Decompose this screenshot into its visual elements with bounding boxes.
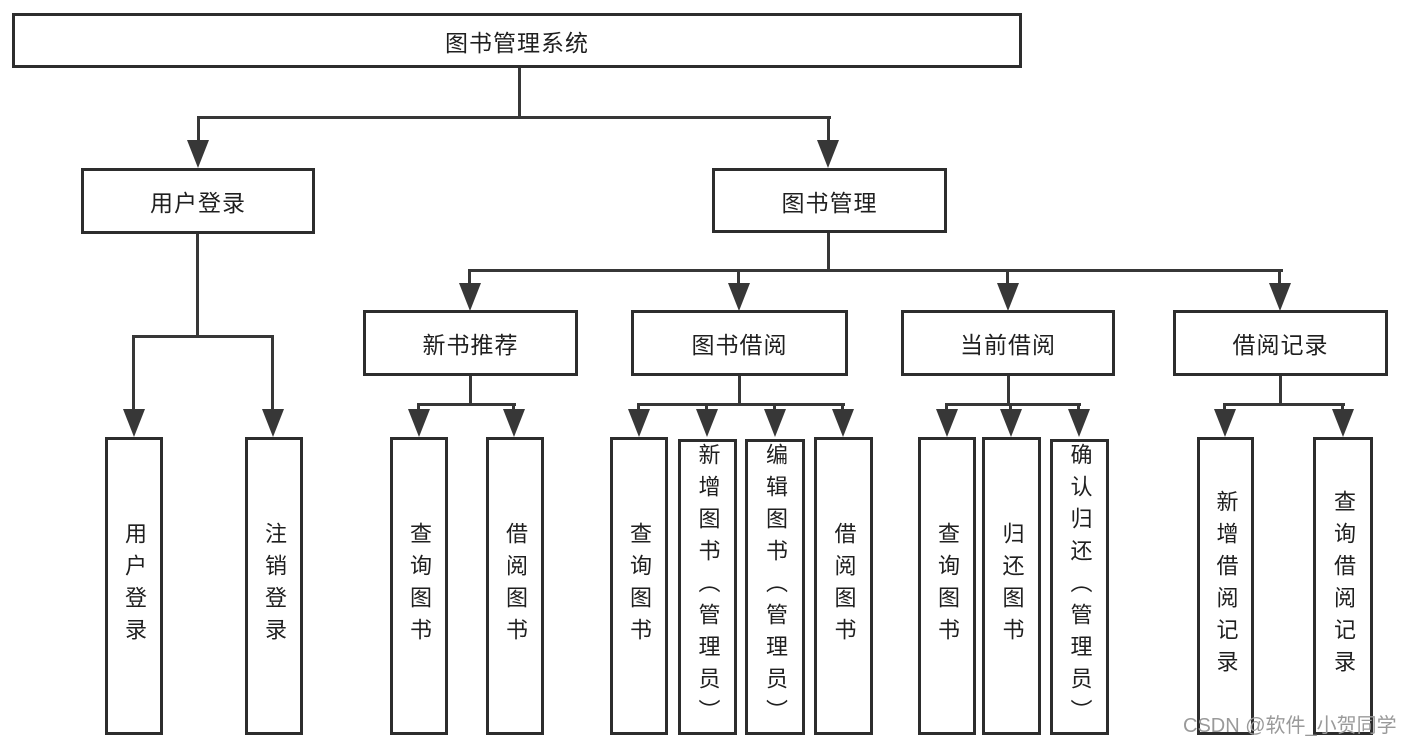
connector-borrowing-stem [738,375,741,406]
connector-borrowing-drop-2 [705,403,708,412]
leaf-newbook-query-books-label: 查询图书 [407,522,432,650]
leaf-add-books-admin: 新增图书（管理员） [678,439,737,735]
leaf-add-borrow-record: 新增借阅记录 [1197,437,1254,735]
connector-root-drop-left [197,116,200,142]
node-book-borrowing: 图书借阅 [631,310,848,376]
arrowhead-to-book-management [817,140,839,168]
arrowhead-borrowing-leaf-4 [832,409,854,437]
leaf-borrowing-borrow-books: 借阅图书 [814,437,873,735]
leaf-newbook-borrow-books-label: 借阅图书 [503,522,528,650]
connector-newbook-drop-1 [417,403,420,412]
arrowhead-to-new-book [459,283,481,311]
connector-current-drop-2 [1009,403,1012,412]
leaf-confirm-return-admin: 确认归还（管理员） [1050,439,1109,735]
leaf-logout: 注销登录 [245,437,303,735]
connector-borrowing-branch [638,403,845,406]
connector-current-drop-1 [945,403,948,412]
node-borrowing-records: 借阅记录 [1173,310,1388,376]
node-library-system: 图书管理系统 [12,13,1022,68]
leaf-query-borrow-record-label: 查询借阅记录 [1331,490,1356,682]
connector-current-branch [945,403,1081,406]
leaf-edit-books-admin: 编辑图书（管理员） [745,439,805,735]
connector-bookmgmt-drop-3 [1006,269,1009,286]
arrowhead-to-login-leaf [123,409,145,437]
arrowhead-to-user-login [187,140,209,168]
connector-current-stem [1007,375,1010,406]
leaf-current-query-books-label: 查询图书 [935,522,960,650]
connector-borrowing-drop-3 [773,403,776,412]
connector-newbook-branch [417,403,516,406]
leaf-current-query-books: 查询图书 [918,437,976,735]
node-new-book-recommend: 新书推荐 [363,310,578,376]
leaf-query-borrow-record: 查询借阅记录 [1313,437,1373,735]
connector-bookmgmt-drop-1 [468,269,471,286]
arrowhead-to-current-borrowing [997,283,1019,311]
arrowhead-borrowing-leaf-2 [696,409,718,437]
arrowhead-newbook-leaf-2 [503,409,525,437]
connector-userlogin-drop-1 [132,335,135,410]
connector-borrowing-drop-1 [637,403,640,412]
connector-root-drop-right [827,116,830,142]
leaf-edit-books-admin-label: 编辑图书（管理员） [763,443,788,731]
connector-root-stem [518,67,521,118]
arrowhead-borrowing-leaf-1 [628,409,650,437]
leaf-user-login-label: 用户登录 [122,522,147,650]
leaf-user-login: 用户登录 [105,437,163,735]
arrowhead-records-leaf-1 [1214,409,1236,437]
arrowhead-to-borrowing-records [1269,283,1291,311]
connector-records-branch [1224,403,1345,406]
arrowhead-records-leaf-2 [1332,409,1354,437]
leaf-add-borrow-record-label: 新增借阅记录 [1213,490,1239,682]
connector-records-drop-1 [1223,403,1226,412]
leaf-borrowing-query-books: 查询图书 [610,437,668,735]
connector-records-drop-2 [1341,403,1344,412]
node-book-management: 图书管理 [712,168,947,233]
node-current-borrowing: 当前借阅 [901,310,1115,376]
leaf-borrowing-query-books-label: 查询图书 [627,522,652,650]
arrowhead-borrowing-leaf-3 [764,409,786,437]
leaf-add-books-admin-label: 新增图书（管理员） [695,443,721,731]
leaf-confirm-return-admin-label: 确认归还（管理员） [1067,443,1093,731]
csdn-watermark: CSDN @软件_小贺同学 [1183,715,1397,737]
connector-userlogin-drop-2 [271,335,274,410]
arrowhead-to-book-borrowing [728,283,750,311]
connector-records-stem [1279,375,1282,406]
connector-newbook-drop-2 [512,403,515,412]
connector-bookmgmt-stem [827,232,830,272]
connector-root-branch [197,116,831,119]
connector-newbook-stem [469,375,472,406]
leaf-return-books: 归还图书 [982,437,1041,735]
connector-borrowing-drop-4 [841,403,844,412]
connector-bookmgmt-drop-4 [1278,269,1281,286]
leaf-return-books-label: 归还图书 [999,522,1025,650]
arrowhead-current-leaf-3 [1068,409,1090,437]
leaf-newbook-borrow-books: 借阅图书 [486,437,544,735]
leaf-borrowing-borrow-books-label: 借阅图书 [831,522,857,650]
connector-userlogin-branch [132,335,274,338]
leaf-newbook-query-books: 查询图书 [390,437,448,735]
arrowhead-to-logout-leaf [262,409,284,437]
connector-bookmgmt-branch [468,269,1283,272]
arrowhead-current-leaf-1 [936,409,958,437]
arrowhead-newbook-leaf-1 [408,409,430,437]
connector-userlogin-stem [196,234,199,336]
leaf-logout-label: 注销登录 [262,522,287,650]
connector-current-drop-3 [1077,403,1080,412]
node-user-login: 用户登录 [81,168,315,234]
arrowhead-current-leaf-2 [1000,409,1022,437]
connector-bookmgmt-drop-2 [737,269,740,286]
